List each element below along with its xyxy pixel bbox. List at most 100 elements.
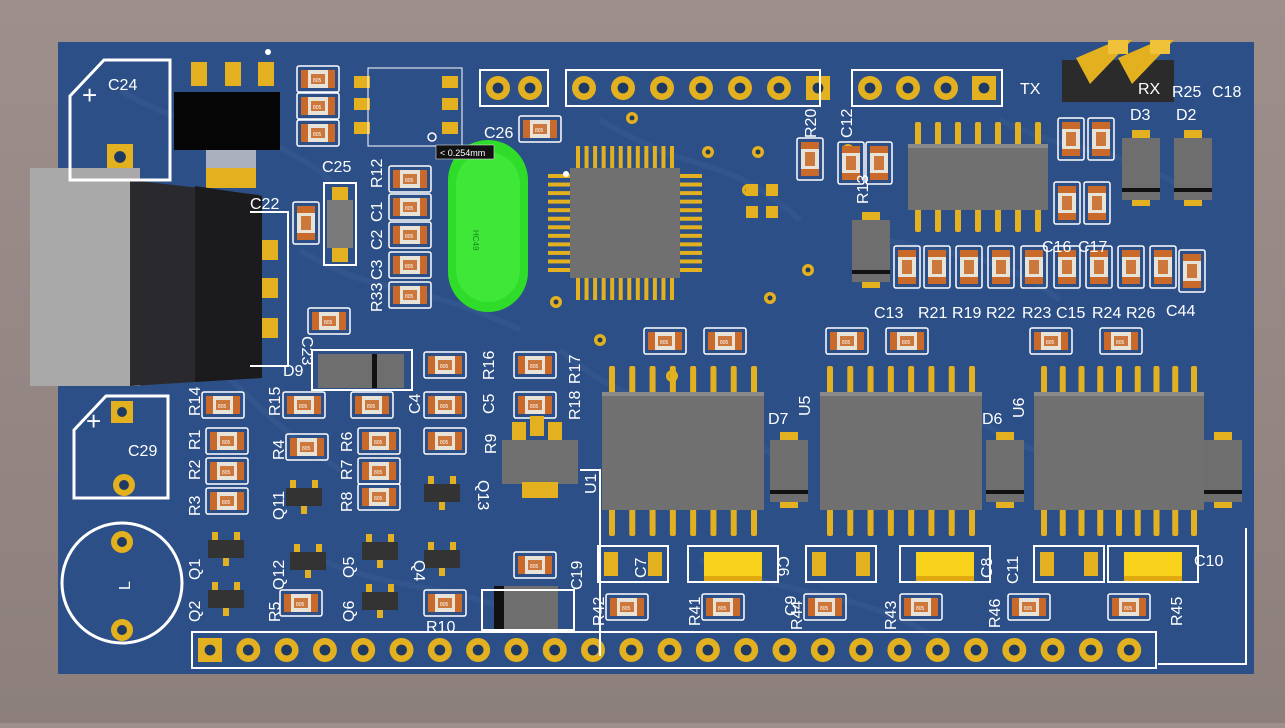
smd-terminal <box>311 594 318 612</box>
sot-pin <box>290 480 296 490</box>
mcu-pin <box>644 278 649 300</box>
drill-hole <box>587 644 599 656</box>
designator-label: Q5 <box>341 557 358 578</box>
smd-component <box>987 245 1015 289</box>
drill-hole <box>812 82 824 94</box>
drill-hole <box>970 644 982 656</box>
smd-code: 805 <box>313 105 322 111</box>
smd-code: 805 <box>530 364 539 370</box>
smd-marking <box>372 466 386 476</box>
smd-terminal <box>382 396 389 414</box>
smd-diode <box>1174 130 1212 206</box>
smd-component: 805 <box>643 327 687 355</box>
capacitor-outline <box>805 545 877 583</box>
ic-pin <box>1172 366 1179 394</box>
ic-pin <box>710 366 717 394</box>
sot-pin <box>388 584 394 594</box>
smd-diode <box>318 354 404 388</box>
mcu-body <box>570 168 680 278</box>
drill-hole <box>817 644 829 656</box>
smd-terminal <box>420 286 427 304</box>
smd-terminal <box>1062 122 1080 129</box>
smd-marking <box>403 174 417 184</box>
smd-terminal <box>301 124 308 142</box>
smd-terminal <box>917 332 924 350</box>
ic-pin <box>609 366 615 394</box>
smd-code: 805 <box>842 340 851 346</box>
smd-marking <box>528 400 542 410</box>
designator-label: R13 <box>855 175 872 204</box>
component-outline <box>296 65 340 93</box>
component-outline <box>1117 245 1145 289</box>
smd-code: 805 <box>535 128 544 134</box>
ic-pin <box>928 508 935 536</box>
smd-terminal <box>428 396 435 414</box>
smd-code: 805 <box>530 564 539 570</box>
smd-code: 805 <box>405 264 414 270</box>
mcu-pin <box>548 233 570 238</box>
smd-terminal <box>904 598 911 616</box>
designator-label: R45 <box>1169 597 1186 626</box>
sot-pin <box>212 582 218 592</box>
smd-terminal <box>237 492 244 510</box>
smd-component: 805 <box>701 593 745 621</box>
smd-terminal <box>545 396 552 414</box>
ic-pin <box>969 366 975 394</box>
smd-marking <box>311 128 325 138</box>
mcu-pin <box>548 199 570 204</box>
smd-terminal <box>735 332 742 350</box>
designator-label: R46 <box>987 599 1004 628</box>
smd-code: 805 <box>622 606 631 612</box>
sot-pin <box>366 584 372 594</box>
smd-terminal <box>420 198 427 216</box>
ic-pin <box>935 208 941 232</box>
smd-component <box>955 245 983 289</box>
smd-terminal <box>870 173 888 180</box>
component-outline <box>388 281 432 309</box>
smd-component: 805 <box>296 119 340 147</box>
smd-terminal <box>1090 250 1108 257</box>
component-outline <box>307 307 351 335</box>
smd-code: 805 <box>374 440 383 446</box>
sot-pin <box>377 608 383 618</box>
smd-code: 805 <box>440 364 449 370</box>
drill-hole <box>117 407 127 417</box>
ic-pin <box>827 508 833 536</box>
smd-terminal <box>237 432 244 450</box>
component-outline <box>1053 181 1081 225</box>
smd-terminal <box>518 356 525 374</box>
silkscreen-layer <box>60 49 1247 669</box>
gold-pad <box>442 122 458 134</box>
smd-marking <box>1114 336 1128 346</box>
smd-terminal <box>1183 254 1201 261</box>
gold-pad <box>225 62 241 86</box>
designator-label: R43 <box>883 601 900 630</box>
smd-component <box>796 137 824 181</box>
designator-label: R20 <box>803 109 820 138</box>
smd-component: 805 <box>388 251 432 279</box>
smd-terminal <box>237 462 244 480</box>
smd-code: 805 <box>367 404 376 410</box>
ic-pin <box>975 122 981 146</box>
smd-code: 805 <box>296 602 305 608</box>
pin1-marker <box>563 171 569 177</box>
mcu-pin <box>680 259 702 264</box>
smd-terminal <box>1122 250 1140 257</box>
designator-label: Q1 <box>187 559 204 580</box>
smd-component: 805 <box>205 487 249 515</box>
smd-component: 805 <box>423 427 467 455</box>
smd-terminal <box>297 206 315 213</box>
drill-hole <box>1085 644 1097 656</box>
capacitor-outline <box>597 545 669 583</box>
regulator-tab <box>206 150 256 168</box>
smd-component: 805 <box>307 307 351 335</box>
smd-code: 805 <box>405 206 414 212</box>
transistor-sot23 <box>362 534 398 568</box>
drill-hole <box>664 644 675 656</box>
smd-terminal <box>637 598 644 616</box>
drill-hole <box>1047 644 1058 656</box>
smd-component <box>1057 117 1085 161</box>
smd-code: 805 <box>440 440 449 446</box>
via-hole <box>629 115 635 121</box>
